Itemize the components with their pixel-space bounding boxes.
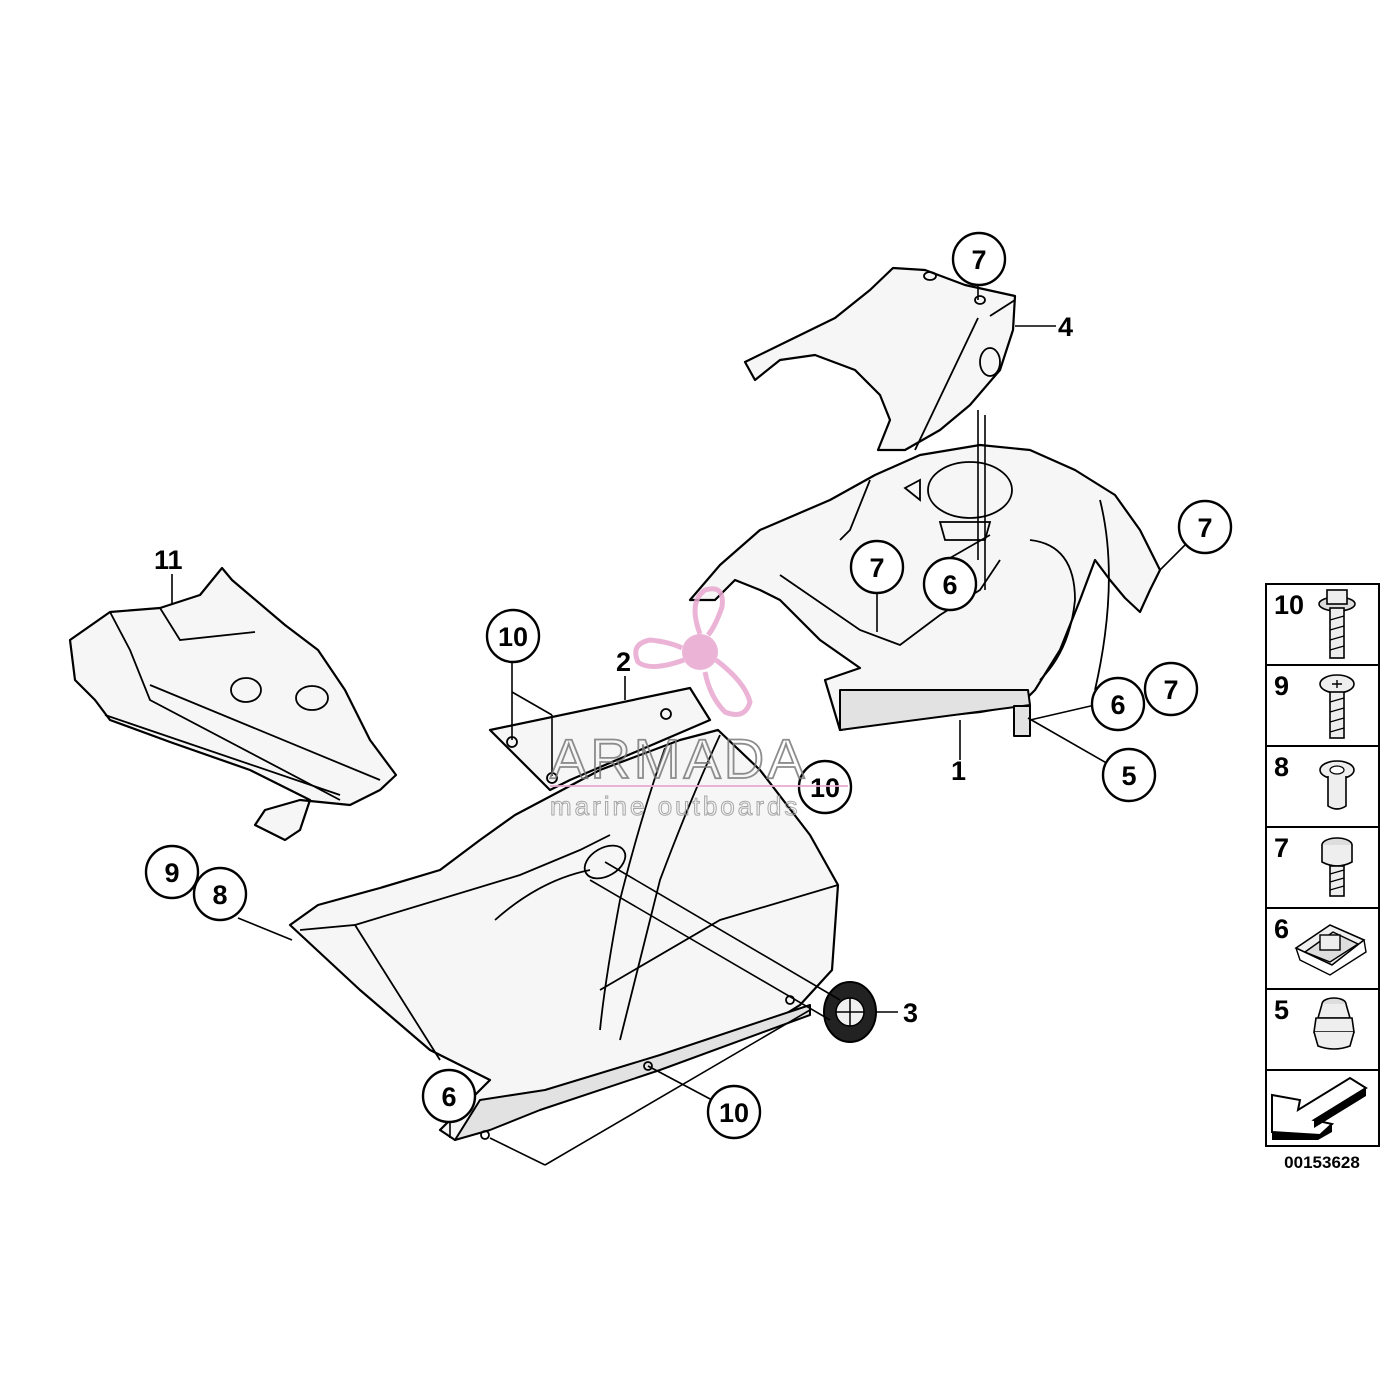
callout-5: 5 — [1101, 747, 1157, 803]
svg-text:7: 7 — [1197, 513, 1212, 543]
part-11-side-cover — [68, 566, 398, 842]
callout-6-right: 6 — [1090, 676, 1146, 732]
phillips-screw-icon — [1319, 674, 1355, 739]
svg-text:6: 6 — [441, 1082, 456, 1112]
part-4-top-cover — [743, 266, 1017, 452]
svg-text:7: 7 — [971, 245, 986, 275]
svg-text:9: 9 — [164, 858, 179, 888]
callout-7-mid: 7 — [849, 539, 905, 595]
legend-num-6: 6 — [1274, 914, 1289, 944]
callout-8: 8 — [192, 866, 248, 922]
svg-text:6: 6 — [942, 570, 957, 600]
direction-arrow-icon — [1271, 1076, 1368, 1140]
legend-num-5: 5 — [1274, 995, 1289, 1025]
svg-text:5: 5 — [1121, 761, 1136, 791]
rubber-grommet-icon — [1313, 997, 1355, 1050]
svg-text:7: 7 — [869, 553, 884, 583]
svg-text:10: 10 — [810, 773, 840, 803]
legend-num-10: 10 — [1274, 590, 1304, 620]
callout-10-left: 10 — [485, 608, 541, 664]
torx-bolt-icon — [1321, 837, 1353, 897]
callout-7-right2: 7 — [1143, 661, 1199, 717]
leader-lines — [171, 286, 1186, 1166]
callout-10-bottom: 10 — [706, 1084, 762, 1140]
watermark-tagline: marine outboards — [550, 791, 800, 821]
svg-text:10: 10 — [719, 1098, 749, 1128]
part-3-emblem — [823, 981, 877, 1043]
propeller-logo-icon — [633, 586, 753, 717]
legend-num-7: 7 — [1274, 833, 1289, 863]
svg-text:8: 8 — [212, 880, 227, 910]
watermark: ARMADA marine outboards — [549, 586, 848, 822]
legend-num-8: 8 — [1274, 752, 1289, 782]
callout-6-bottom: 6 — [421, 1068, 477, 1124]
legend: 10 9 8 7 6 5 — [1265, 583, 1380, 1147]
flange-bolt-icon — [1318, 589, 1356, 659]
svg-text:10: 10 — [498, 622, 528, 652]
callout-7-right: 7 — [1177, 499, 1233, 555]
label-part-4: 4 — [1058, 312, 1073, 342]
callout-9: 9 — [144, 844, 200, 900]
label-part-2: 2 — [616, 647, 631, 677]
callout-7-top: 7 — [951, 231, 1007, 287]
label-part-1: 1 — [951, 756, 966, 786]
spring-clip-nut-icon — [1294, 924, 1367, 976]
reference-number: 00153628 — [1284, 1153, 1360, 1172]
label-part-11: 11 — [154, 545, 183, 575]
callout-6-mid: 6 — [922, 556, 978, 612]
svg-text:7: 7 — [1163, 675, 1178, 705]
sleeve-bushing-icon — [1319, 760, 1355, 810]
svg-text:6: 6 — [1110, 690, 1125, 720]
watermark-brand: ARMADA — [550, 727, 808, 790]
legend-num-9: 9 — [1274, 671, 1289, 701]
label-part-3: 3 — [903, 998, 918, 1028]
